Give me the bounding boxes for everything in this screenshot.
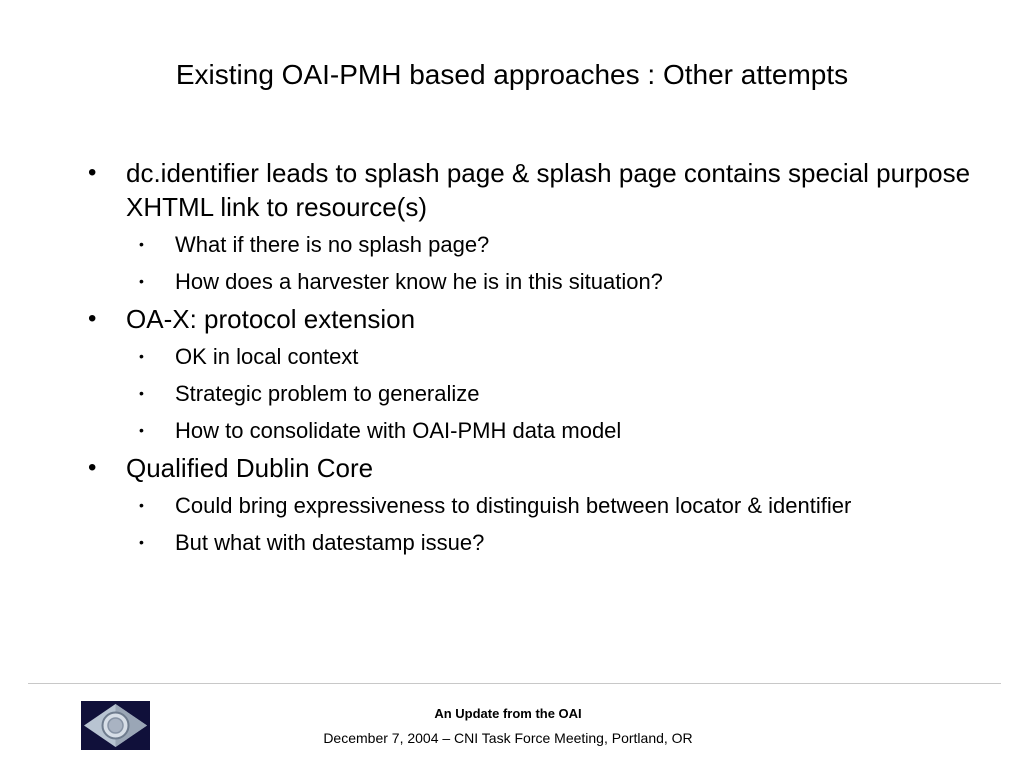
bullet-text: dc.identifier leads to splash page & spl…: [126, 158, 971, 222]
bullet-text: OA-X: protocol extension: [126, 304, 416, 334]
sub-bullet-marker: •: [139, 273, 144, 289]
footer-subtitle: December 7, 2004 – CNI Task Force Meetin…: [323, 730, 693, 746]
sub-bullet-marker: •: [139, 497, 144, 513]
bullet-marker: •: [88, 454, 97, 481]
sub-bullet-text: But what with datestamp issue?: [175, 530, 485, 555]
bullet-item: • Qualified Dublin Core • Could bring ex…: [86, 451, 986, 559]
sub-bullet-item: • What if there is no splash page?: [126, 228, 986, 261]
sub-bullet-text: OK in local context: [175, 344, 359, 369]
sub-bullet-text: Could bring expressiveness to distinguis…: [175, 493, 852, 518]
sub-bullet-text: How does a harvester know he is in this …: [175, 269, 663, 294]
bullet-text: Qualified Dublin Core: [126, 453, 374, 483]
sub-bullet-item: • Could bring expressiveness to distingu…: [126, 489, 986, 522]
sub-bullet-item: • OK in local context: [126, 340, 986, 373]
logo-pupil: [107, 717, 124, 734]
sub-bullet-list: • Could bring expressiveness to distingu…: [126, 489, 986, 559]
oai-logo-icon: [81, 701, 150, 750]
sub-bullet-marker: •: [139, 422, 144, 438]
sub-bullet-text: How to consolidate with OAI-PMH data mod…: [175, 418, 622, 443]
sub-bullet-text: What if there is no splash page?: [175, 232, 490, 257]
footer-title: An Update from the OAI: [434, 706, 582, 721]
bullet-marker: •: [88, 159, 97, 186]
sub-bullet-text: Strategic problem to generalize: [175, 381, 480, 406]
sub-bullet-marker: •: [139, 534, 144, 550]
sub-bullet-list: • What if there is no splash page? • How…: [126, 228, 986, 298]
sub-bullet-item: • Strategic problem to generalize: [126, 377, 986, 410]
sub-bullet-item: • How to consolidate with OAI-PMH data m…: [126, 414, 986, 447]
sub-bullet-list: • OK in local context • Strategic proble…: [126, 340, 986, 447]
sub-bullet-marker: •: [139, 348, 144, 364]
bullet-marker: •: [88, 305, 97, 332]
sub-bullet-item: • But what with datestamp issue?: [126, 526, 986, 559]
sub-bullet-marker: •: [139, 385, 144, 401]
sub-bullet-item: • How does a harvester know he is in thi…: [126, 265, 986, 298]
bullet-list: • dc.identifier leads to splash page & s…: [86, 156, 986, 559]
sub-bullet-marker: •: [139, 236, 144, 252]
bullet-item: • dc.identifier leads to splash page & s…: [86, 156, 986, 298]
bullet-item: • OA-X: protocol extension • OK in local…: [86, 302, 986, 447]
slide-title: Existing OAI-PMH based approaches : Othe…: [175, 59, 849, 90]
footer-divider: [28, 683, 1001, 684]
